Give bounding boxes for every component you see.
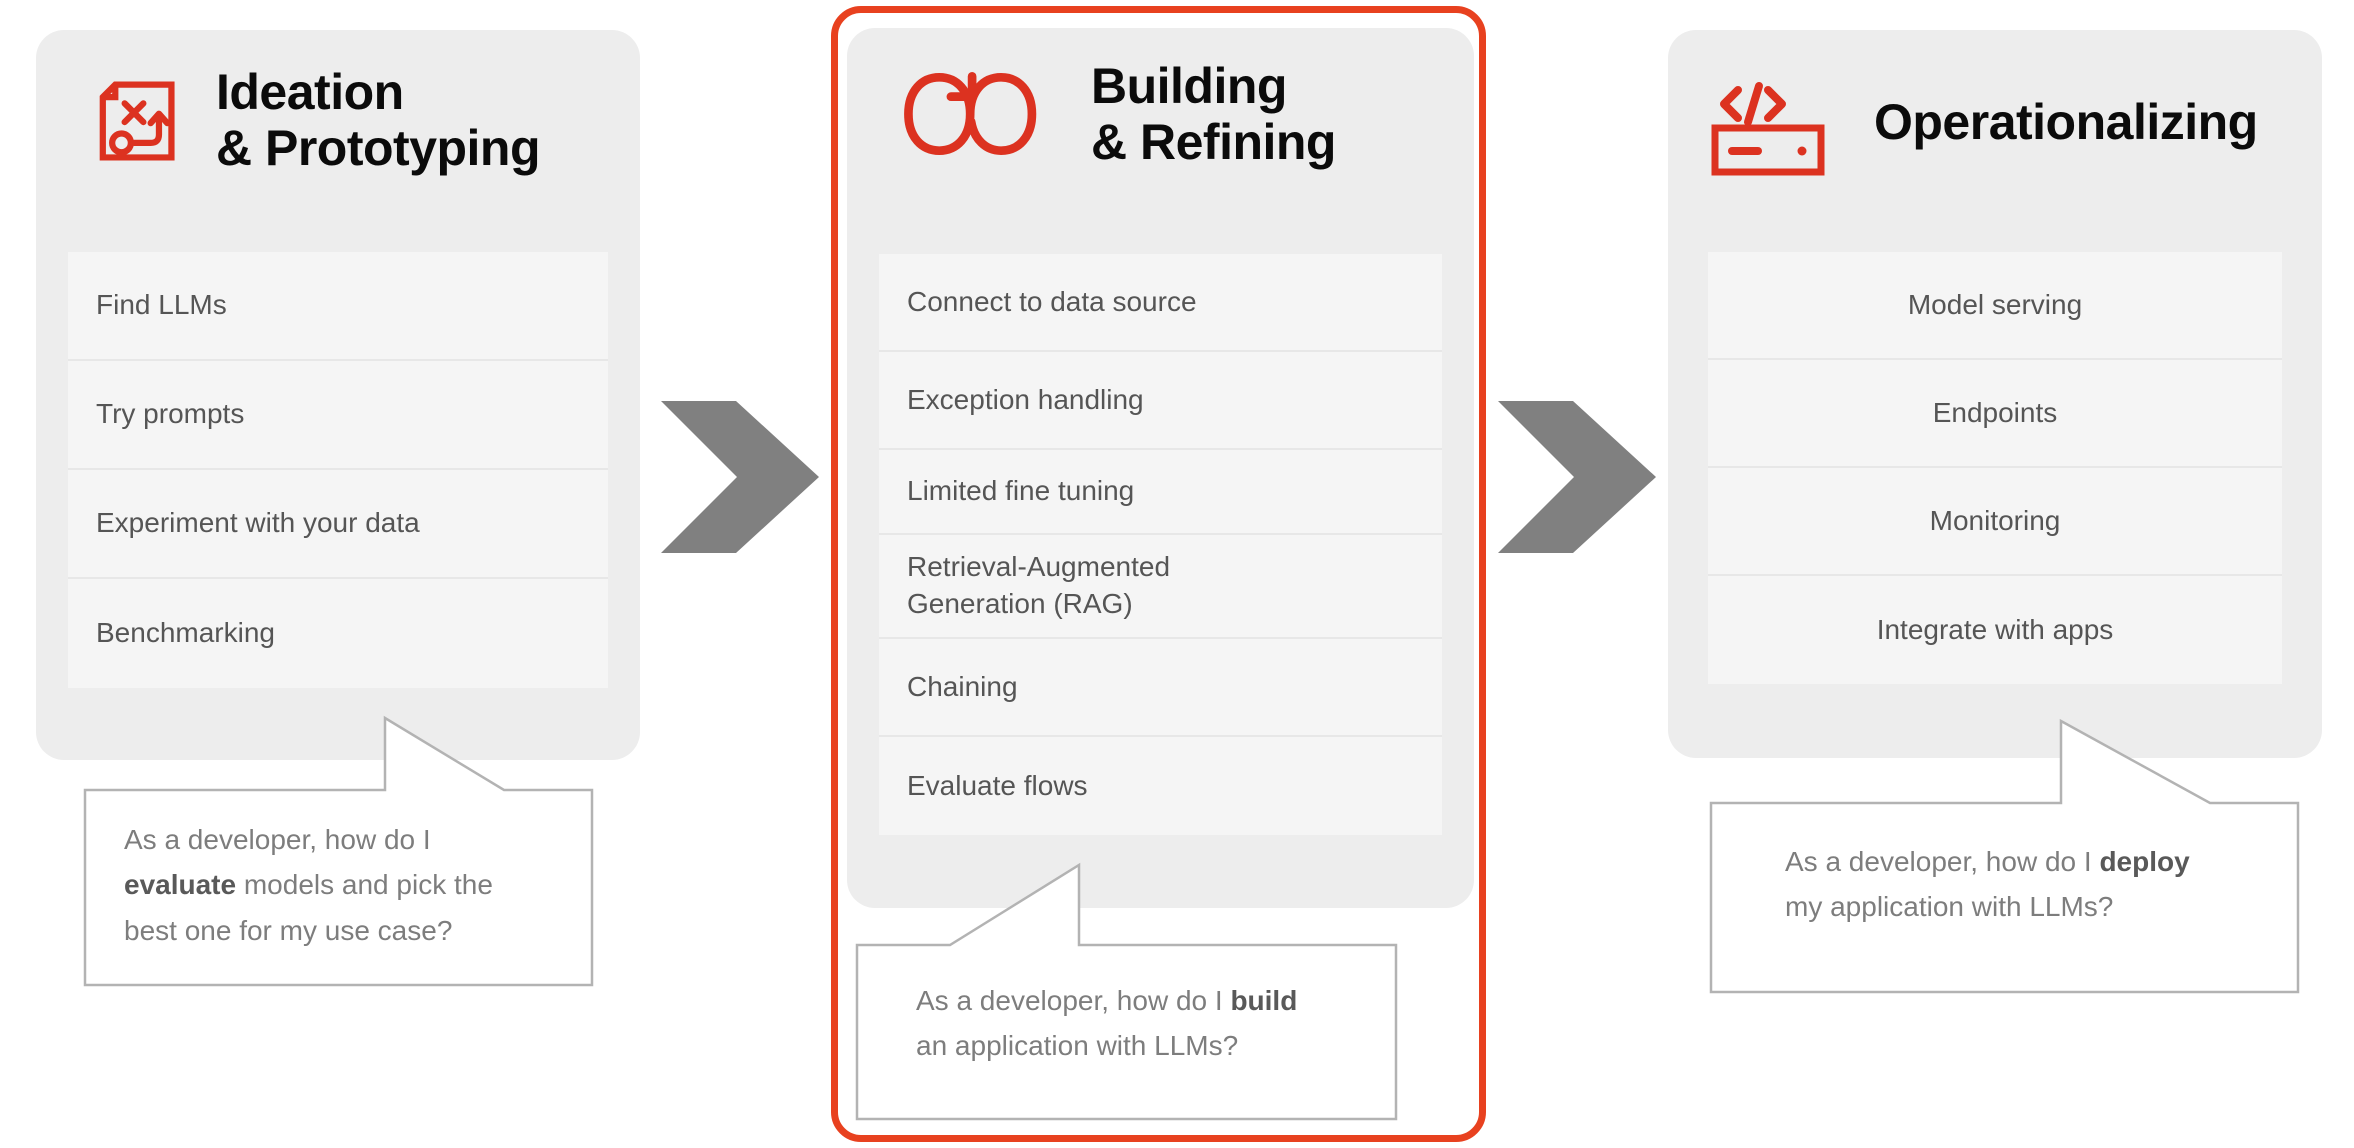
list-item-label: Find LLMs bbox=[96, 289, 227, 321]
list-item[interactable]: Retrieval-Augmented Generation (RAG) bbox=[879, 535, 1442, 639]
strategy-plan-icon bbox=[99, 81, 175, 161]
list-item[interactable]: Find LLMs bbox=[68, 252, 608, 361]
list-item[interactable]: Evaluate flows bbox=[879, 737, 1442, 835]
list-item-label: Retrieval-Augmented Generation (RAG) bbox=[907, 551, 1171, 619]
stage-title: Ideation & Prototyping bbox=[216, 64, 541, 176]
list-item-label: Exception handling bbox=[907, 383, 1144, 415]
list-item-label: Model serving bbox=[1907, 288, 2083, 320]
callout-line: As a developer, how do I deploy bbox=[1785, 846, 2190, 877]
list-item[interactable]: Endpoints bbox=[1708, 360, 2282, 468]
callout-line: an application with LLMs? bbox=[916, 1030, 1239, 1062]
stage-header-building-refining: Building & Refining bbox=[847, 28, 1474, 170]
stage-header-ideation-prototyping: Ideation & Prototyping bbox=[36, 30, 640, 176]
list-item-label: Benchmarking bbox=[96, 617, 275, 649]
stage-item-list-operationalizing: Model serving Endpoints Monitoring Integ… bbox=[1708, 252, 2282, 684]
stage-card-building-refining: Building & Refining Connect to data sour… bbox=[847, 28, 1474, 908]
list-item-label: Chaining bbox=[907, 670, 1018, 702]
list-item[interactable]: Connect to data source bbox=[879, 254, 1442, 352]
list-item[interactable]: Integrate with apps bbox=[1708, 576, 2282, 684]
stage-title: Operationalizing bbox=[1874, 94, 2258, 150]
list-item-label: Endpoints bbox=[1932, 396, 2058, 428]
callout-operationalizing: As a developer, how do I deploy my appli… bbox=[1709, 715, 2310, 1005]
list-item[interactable]: Experiment with your data bbox=[68, 470, 608, 579]
stage-item-list-building-refining: Connect to data source Exception handlin… bbox=[879, 254, 1442, 835]
list-item-label: Integrate with apps bbox=[1876, 613, 2114, 645]
callout-bubble-shape bbox=[83, 715, 594, 987]
stage-title: Building & Refining bbox=[1091, 58, 1336, 170]
arrow-stage1-to-stage2 bbox=[661, 401, 819, 553]
callout-line: my application with LLMs? bbox=[1785, 891, 2114, 923]
list-item-label: Evaluate flows bbox=[907, 769, 1088, 801]
infinity-loop-arrow-icon bbox=[904, 72, 1037, 156]
list-item[interactable]: Monitoring bbox=[1708, 468, 2282, 576]
list-item[interactable]: Exception handling bbox=[879, 352, 1442, 450]
stage-card-ideation-prototyping: Ideation & Prototyping Find LLMs Try pro… bbox=[36, 30, 640, 760]
callout-line: evaluate models and pick the bbox=[124, 869, 493, 901]
list-item-label: Try prompts bbox=[96, 398, 245, 430]
list-item-label: Limited fine tuning bbox=[907, 475, 1135, 507]
callout-bubble-shape bbox=[855, 862, 1398, 1121]
list-item[interactable]: Limited fine tuning bbox=[879, 450, 1442, 535]
callout-text-operationalizing: As a developer, how do I deploy my appli… bbox=[1785, 839, 2285, 930]
stage-card-operationalizing: Operationalizing Model serving Endpoints… bbox=[1668, 30, 2322, 758]
stage-item-list-ideation-prototyping: Find LLMs Try prompts Experiment with yo… bbox=[68, 252, 608, 688]
callout-line: As a developer, how do I bbox=[124, 824, 431, 855]
list-item-label: Experiment with your data bbox=[96, 507, 420, 539]
list-item[interactable]: Benchmarking bbox=[68, 579, 608, 688]
list-item[interactable]: Model serving bbox=[1708, 252, 2282, 360]
callout-ideation-prototyping: As a developer, how do I evaluate models… bbox=[83, 715, 600, 1007]
callout-text-building-refining: As a developer, how do I build an applic… bbox=[916, 978, 1396, 1069]
callout-bubble-shape bbox=[1709, 718, 2300, 994]
code-server-icon bbox=[1711, 82, 1825, 176]
list-item-label: Monitoring bbox=[1929, 504, 2061, 536]
callout-line: best one for my use case? bbox=[124, 914, 453, 946]
callout-line: As a developer, how do I build bbox=[916, 985, 1298, 1016]
stage-header-operationalizing: Operationalizing bbox=[1668, 30, 2322, 178]
list-item[interactable]: Chaining bbox=[879, 639, 1442, 737]
list-item[interactable]: Try prompts bbox=[68, 361, 608, 470]
list-item-label: Connect to data source bbox=[907, 285, 1197, 317]
callout-building-refining: As a developer, how do I build an applic… bbox=[855, 845, 1412, 1135]
callout-text-ideation-prototyping: As a developer, how do I evaluate models… bbox=[124, 817, 574, 953]
arrow-stage2-to-stage3 bbox=[1498, 401, 1656, 553]
